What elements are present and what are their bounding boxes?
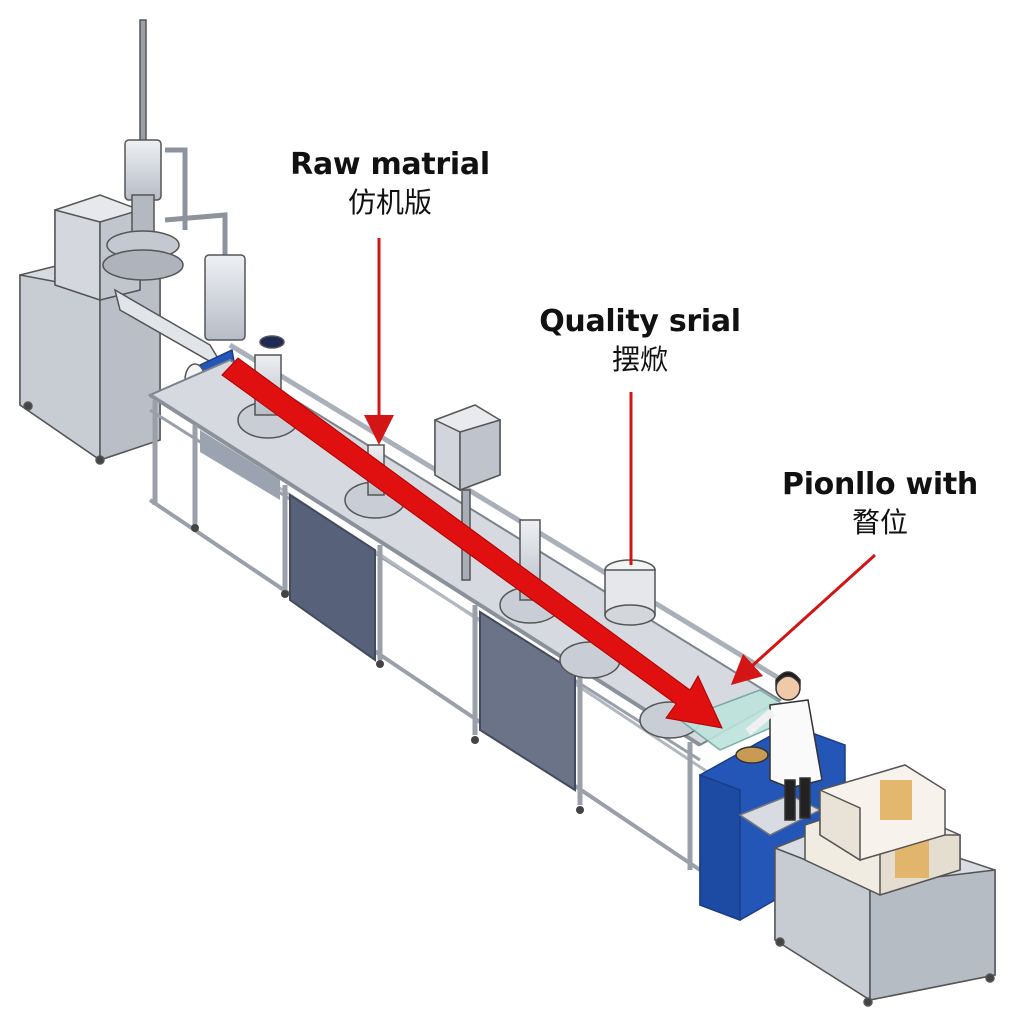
pionllo-label-en: Pionllo with: [782, 467, 978, 502]
pionllo-label: Pionllo with 瞀位: [770, 466, 990, 542]
raw-material-machine: [19, 19, 246, 465]
raw-material-label-en: Raw matrial: [290, 147, 490, 182]
raw-material-label: Raw matrial 仿机版: [270, 146, 510, 222]
quality-label-en: Quality srial: [539, 304, 741, 339]
red-flow-arrow-icon: [221, 357, 723, 729]
pionllo-callout-arrow: [730, 553, 877, 686]
pionllo-label-zh: 瞀位: [851, 506, 908, 539]
quality-label-zh: 摆焮: [611, 343, 668, 376]
worker-figure-icon: [735, 671, 823, 821]
packaged-boxes-icon: [774, 764, 996, 1007]
raw-material-label-zh: 仿机版: [347, 186, 432, 219]
quality-label: Quality srial 摆焮: [520, 303, 760, 379]
